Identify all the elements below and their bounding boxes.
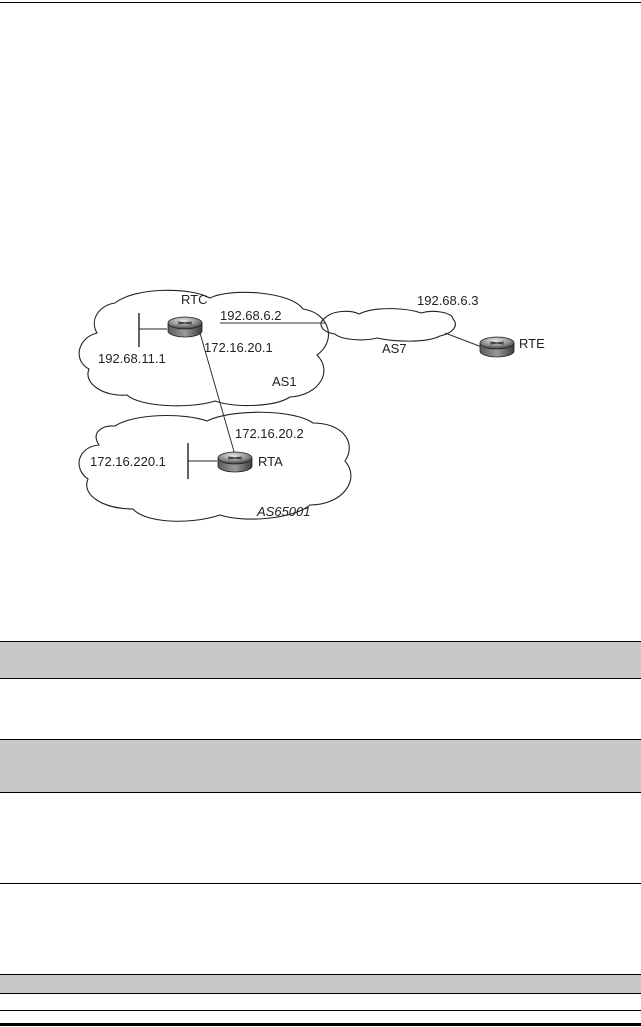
- rta-lan-address: 172.16.220.1: [90, 454, 166, 469]
- table-top-rule: [0, 641, 641, 642]
- table-row-rule-3: [0, 974, 641, 975]
- table-row-rule: [0, 739, 641, 740]
- as7-label: AS7: [382, 341, 407, 356]
- table-row-rule-5: [0, 1010, 641, 1011]
- rtc-label: RTC: [181, 292, 207, 307]
- rtc-rta-link: [199, 332, 236, 456]
- table-bottom-rule: [0, 1023, 641, 1026]
- as65001-cloud: [78, 411, 352, 522]
- table-header-band: [0, 642, 641, 678]
- table-row-rule-4: [0, 993, 641, 994]
- as1-label: AS1: [272, 374, 297, 389]
- rta-rtc-address: 172.16.20.2: [235, 426, 304, 441]
- rte-as7-address: 192.68.6.3: [417, 293, 478, 308]
- as1-cloud: [78, 289, 329, 407]
- rtc-lan-address: 192.68.11.1: [98, 351, 166, 366]
- rtc-router-icon: [167, 316, 203, 338]
- table-footer-band: [0, 975, 641, 993]
- rte-label: RTE: [519, 336, 545, 351]
- rte-router-icon: [479, 336, 515, 358]
- table-row-rule-2: [0, 883, 641, 884]
- rtc-rta-address: 172.16.20.1: [204, 340, 273, 355]
- table-header-rule-2: [0, 792, 641, 793]
- rta-router-icon: [217, 451, 253, 473]
- rta-label: RTA: [258, 454, 283, 469]
- table-header-rule: [0, 678, 641, 679]
- rtc-as7-address: 192.68.6.2: [220, 308, 281, 323]
- bgp-network-diagram: RTC 192.68.6.2 192.68.11.1 172.16.20.1 A…: [78, 289, 545, 522]
- as7-cloud: [320, 308, 456, 342]
- table-header-band-2: [0, 740, 641, 792]
- top-rule: [0, 2, 641, 3]
- as65001-label: AS65001: [256, 504, 311, 519]
